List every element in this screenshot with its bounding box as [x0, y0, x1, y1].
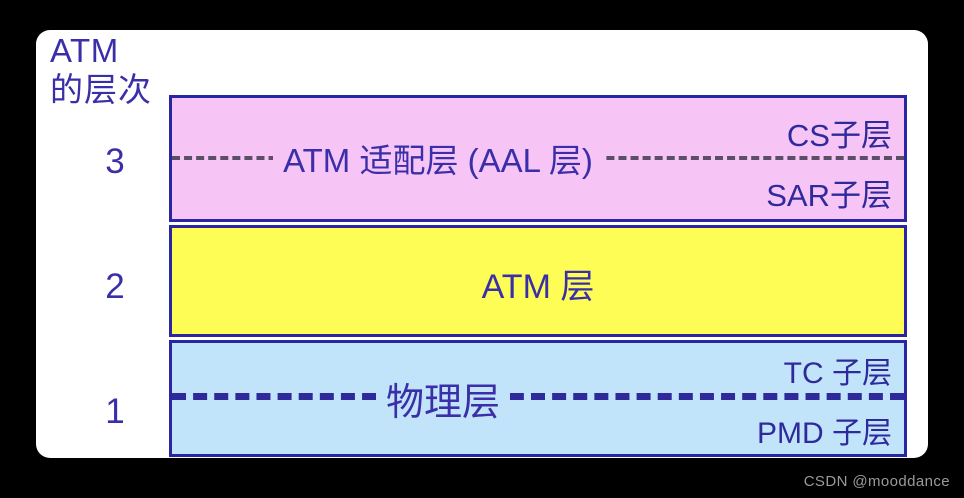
watermark: CSDN @mooddance: [803, 473, 950, 490]
atm-layer-label-text: ATM 层: [481, 268, 595, 306]
diagram-card: ATM 的层次 3 2 1 ATM 适配层 (AAL 层) CS子层 SAR子层…: [36, 30, 928, 458]
aal-layer-label-text: ATM 适配层 (AAL 层): [273, 134, 603, 182]
layer-number-2: 2: [105, 267, 125, 306]
aal-sublayer-sar: SAR子层: [766, 178, 892, 213]
aal-layer-label: ATM 适配层 (AAL 层): [172, 134, 904, 182]
title-line-1: ATM: [50, 32, 119, 69]
layer-box-aal: ATM 适配层 (AAL 层) CS子层 SAR子层: [169, 95, 907, 222]
layer-box-physical: 物理层 TC 子层 PMD 子层: [169, 340, 907, 457]
layer-number-3: 3: [105, 142, 125, 181]
physical-layer-label: 物理层: [172, 371, 904, 426]
layer-stack: ATM 适配层 (AAL 层) CS子层 SAR子层 ATM 层 物理层 TC …: [169, 95, 907, 457]
physical-sublayer-divider: [172, 393, 904, 400]
physical-sublayer-pmd: PMD 子层: [757, 417, 892, 450]
diagram-title: ATM 的层次: [50, 32, 180, 110]
layer-number-1: 1: [105, 392, 125, 431]
physical-sublayer-tc: TC 子层: [783, 357, 892, 390]
physical-layer-label-text: 物理层: [375, 371, 510, 426]
layer-box-atm: ATM 层: [169, 225, 907, 337]
title-line-2: 的层次: [50, 70, 152, 108]
aal-sublayer-cs: CS子层: [786, 118, 892, 153]
atm-layer-label: ATM 层: [172, 259, 904, 308]
